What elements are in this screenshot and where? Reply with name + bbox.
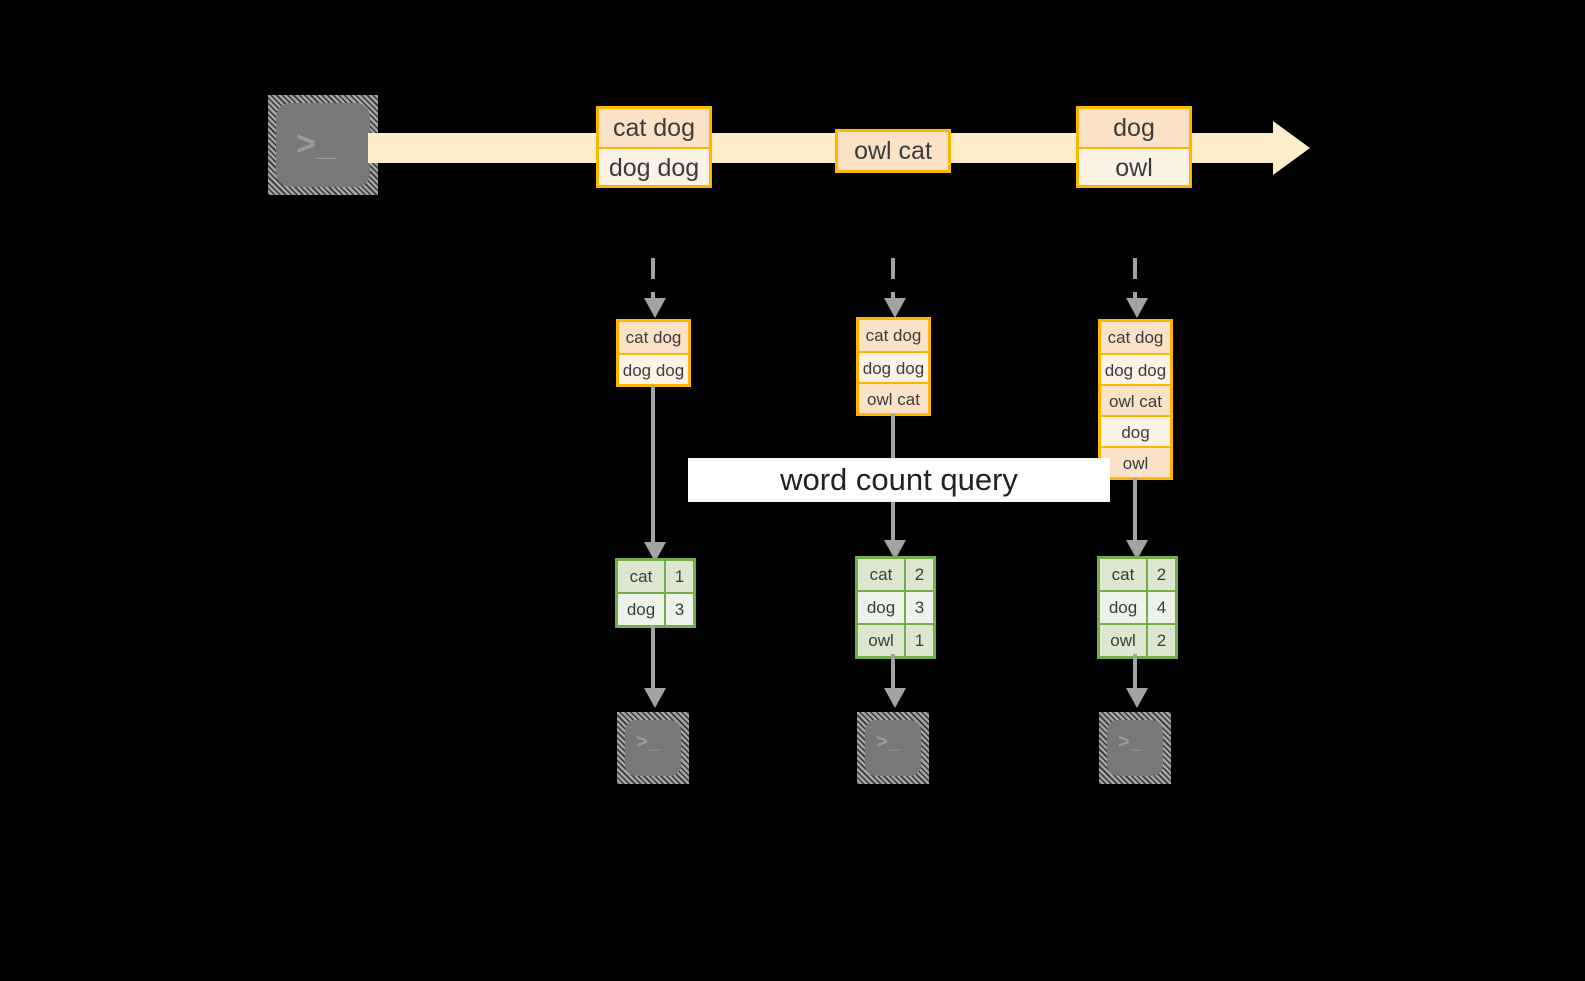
batch-1-sink-arrow-shaft bbox=[651, 625, 655, 693]
batch-2-trigger-arrow-head bbox=[884, 298, 906, 318]
result-word: owl bbox=[858, 625, 904, 656]
batch-input-line: owl bbox=[1101, 446, 1170, 477]
stream-group-3: dog owl bbox=[1076, 106, 1192, 188]
batch-input-line: cat dog bbox=[1101, 322, 1170, 353]
terminal-prompt-glyph: >_ bbox=[1118, 731, 1143, 753]
batch-1-trigger-arrow-shaft bbox=[651, 258, 655, 302]
batch-input-line: dog dog bbox=[1101, 353, 1170, 384]
table-row: owl 1 bbox=[858, 623, 933, 656]
stream-group-2: owl cat bbox=[835, 129, 951, 173]
table-row: owl 2 bbox=[1100, 623, 1175, 656]
stream-group-1: cat dog dog dog bbox=[596, 106, 712, 188]
result-count: 1 bbox=[664, 561, 693, 592]
result-count: 4 bbox=[1146, 592, 1175, 623]
batch-3-trigger-arrow-shaft bbox=[1133, 258, 1137, 302]
batch-input-line: dog dog bbox=[859, 351, 928, 382]
batch-2-input-table: cat dog dog dog owl cat bbox=[856, 317, 931, 416]
result-word: dog bbox=[618, 594, 664, 625]
batch-3-sink-terminal-icon: >_ bbox=[1099, 712, 1171, 784]
batch-3-trigger-arrow-head bbox=[1126, 298, 1148, 318]
result-count: 2 bbox=[1146, 559, 1175, 590]
batch-2-sink-terminal-icon: >_ bbox=[857, 712, 929, 784]
terminal-prompt-glyph: >_ bbox=[296, 125, 337, 163]
batch-1-sink-terminal-icon: >_ bbox=[617, 712, 689, 784]
stream-line: owl cat bbox=[838, 132, 948, 170]
batch-1-query-arrow-head bbox=[644, 542, 666, 562]
result-count: 1 bbox=[904, 625, 933, 656]
batch-3-query-arrow-head bbox=[1126, 540, 1148, 560]
stream-line: dog bbox=[1079, 109, 1189, 147]
result-count: 3 bbox=[664, 594, 693, 625]
word-count-query-text: word count query bbox=[780, 462, 1018, 497]
table-row: dog 3 bbox=[858, 590, 933, 623]
stream-arrow-head bbox=[1273, 121, 1310, 175]
batch-2-query-arrow-head bbox=[884, 540, 906, 560]
batch-input-line: dog dog bbox=[619, 353, 688, 384]
result-word: dog bbox=[858, 592, 904, 623]
batch-input-line: cat dog bbox=[619, 322, 688, 353]
table-row: dog 3 bbox=[618, 592, 693, 625]
batch-1-input-table: cat dog dog dog bbox=[616, 319, 691, 387]
batch-1-sink-arrow-head bbox=[644, 688, 666, 708]
terminal-screen: >_ bbox=[276, 103, 370, 187]
batch-1-query-arrow-shaft bbox=[651, 385, 655, 548]
result-count: 3 bbox=[904, 592, 933, 623]
batch-1-result-table: cat 1 dog 3 bbox=[615, 558, 696, 628]
batch-3-sink-arrow-shaft bbox=[1133, 654, 1137, 693]
table-row: cat 2 bbox=[858, 559, 933, 590]
result-word: owl bbox=[1100, 625, 1146, 656]
result-word: cat bbox=[1100, 559, 1146, 590]
result-word: cat bbox=[618, 561, 664, 592]
batch-2-result-table: cat 2 dog 3 owl 1 bbox=[855, 556, 936, 659]
stream-line: cat dog bbox=[599, 109, 709, 147]
terminal-screen: >_ bbox=[625, 720, 681, 776]
batch-3-query-arrow-shaft bbox=[1133, 478, 1137, 546]
source-terminal-icon: >_ bbox=[268, 95, 378, 195]
batch-input-line: cat dog bbox=[859, 320, 928, 351]
stream-line: owl bbox=[1079, 147, 1189, 185]
terminal-prompt-glyph: >_ bbox=[876, 731, 901, 753]
batch-input-line: dog bbox=[1101, 415, 1170, 446]
batch-3-sink-arrow-head bbox=[1126, 688, 1148, 708]
word-count-query-label: word count query bbox=[688, 458, 1110, 502]
batch-3-input-table: cat dog dog dog owl cat dog owl bbox=[1098, 319, 1173, 480]
result-word: cat bbox=[858, 559, 904, 590]
table-row: cat 2 bbox=[1100, 559, 1175, 590]
table-row: dog 4 bbox=[1100, 590, 1175, 623]
batch-2-trigger-arrow-shaft bbox=[891, 258, 895, 302]
batch-3-result-table: cat 2 dog 4 owl 2 bbox=[1097, 556, 1178, 659]
result-count: 2 bbox=[1146, 625, 1175, 656]
terminal-prompt-glyph: >_ bbox=[636, 731, 661, 753]
batch-2-sink-arrow-head bbox=[884, 688, 906, 708]
result-word: dog bbox=[1100, 592, 1146, 623]
stream-line: dog dog bbox=[599, 147, 709, 185]
batch-2-sink-arrow-shaft bbox=[891, 654, 895, 693]
terminal-screen: >_ bbox=[1107, 720, 1163, 776]
batch-input-line: owl cat bbox=[859, 382, 928, 413]
batch-input-line: owl cat bbox=[1101, 384, 1170, 415]
batch-1-trigger-arrow-head bbox=[644, 298, 666, 318]
terminal-screen: >_ bbox=[865, 720, 921, 776]
table-row: cat 1 bbox=[618, 561, 693, 592]
result-count: 2 bbox=[904, 559, 933, 590]
